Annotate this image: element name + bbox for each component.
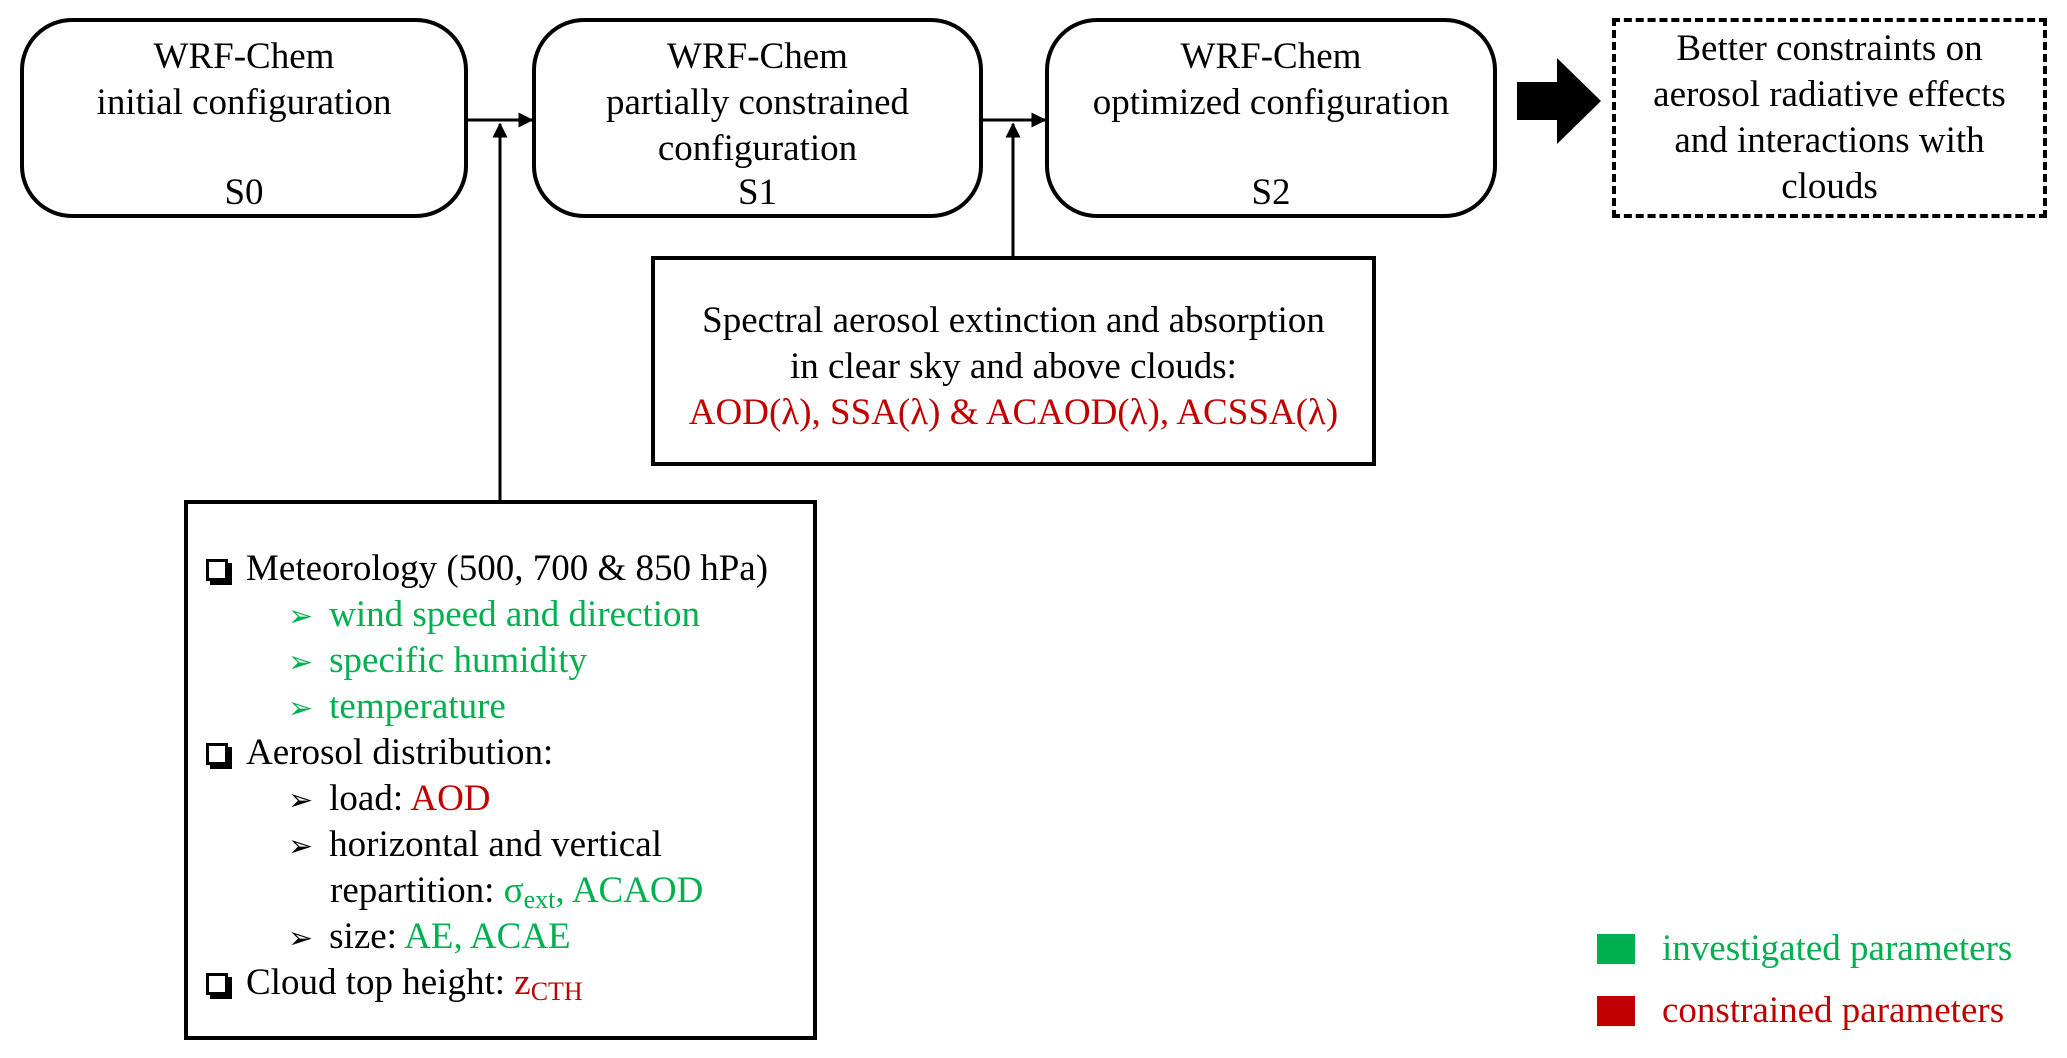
arrow-bullet-icon: ➢: [288, 921, 314, 956]
item-temperature: ➢temperature: [288, 686, 506, 727]
spectral-line1: Spectral aerosol extinction and absorpti…: [702, 300, 1325, 341]
stage-title-line3: configuration: [657, 128, 858, 169]
stage-title-line1: WRF-Chem: [667, 36, 848, 77]
item-aerosol: Aerosol distribution:: [206, 730, 553, 776]
stage-code: S0: [224, 172, 264, 213]
item-cloud-top-height: Cloud top height: zCTH: [206, 960, 583, 1006]
checkbox-bullet-icon: [206, 973, 228, 995]
outcome-box: Better constraints on aerosol radiative …: [1612, 18, 2047, 218]
legend-swatch-constrained: [1597, 996, 1635, 1026]
legend-label-investigated: investigated parameters: [1662, 928, 2013, 969]
arrow-bullet-icon: ➢: [288, 691, 314, 726]
stage-title-line2: initial configuration: [96, 82, 392, 123]
checkbox-bullet-icon: [206, 743, 228, 765]
arrow-bullet-icon: ➢: [288, 599, 314, 634]
stage-s1: WRF-Chem partially constrained configura…: [532, 18, 983, 218]
stage-title-line1: WRF-Chem: [1180, 36, 1362, 77]
spectral-line3: AOD(λ), SSA(λ) & ACAOD(λ), ACSSA(λ): [688, 392, 1339, 433]
spectral-line2: in clear sky and above clouds:: [790, 346, 1237, 387]
stage-title-line1: WRF-Chem: [153, 36, 335, 77]
stage-title-line2: partially constrained: [605, 82, 910, 123]
item-repartition-values: repartition: σext, ACAOD: [330, 870, 704, 914]
legend-swatch-investigated: [1597, 934, 1635, 964]
item-wind: ➢wind speed and direction: [288, 594, 701, 635]
arrow-bullet-icon: ➢: [288, 783, 314, 818]
big-arrow-icon: [1517, 58, 1601, 144]
checkbox-bullet-icon: [206, 559, 228, 581]
outcome-line4: clouds: [1781, 166, 1878, 207]
outcome-line3: and interactions with: [1674, 120, 1985, 161]
arrow-bullet-icon: ➢: [288, 645, 314, 680]
stage-title-line2: optimized configuration: [1092, 82, 1450, 123]
outcome-line2: aerosol radiative effects: [1653, 74, 2006, 115]
stage-code: S1: [737, 172, 778, 213]
item-meteorology: Meteorology (500, 700 & 850 hPa): [206, 546, 768, 592]
spectral-box: Spectral aerosol extinction and absorpti…: [651, 256, 1376, 466]
inputs-box: Meteorology (500, 700 & 850 hPa) ➢wind s…: [184, 500, 817, 1040]
item-repartition: ➢horizontal and vertical: [288, 824, 662, 865]
stage-s0: WRF-Chem initial configuration S0: [20, 18, 468, 218]
stage-code: S2: [1251, 172, 1291, 213]
outcome-line1: Better constraints on: [1676, 28, 1983, 69]
stage-s2: WRF-Chem optimized configuration S2: [1045, 18, 1497, 218]
legend-label-constrained: constrained parameters: [1662, 990, 2005, 1031]
arrow-bullet-icon: ➢: [288, 829, 314, 864]
item-load: ➢load: AOD: [288, 778, 491, 819]
item-humidity: ➢specific humidity: [288, 640, 588, 681]
item-size: ➢size: AE, ACAE: [288, 916, 571, 957]
